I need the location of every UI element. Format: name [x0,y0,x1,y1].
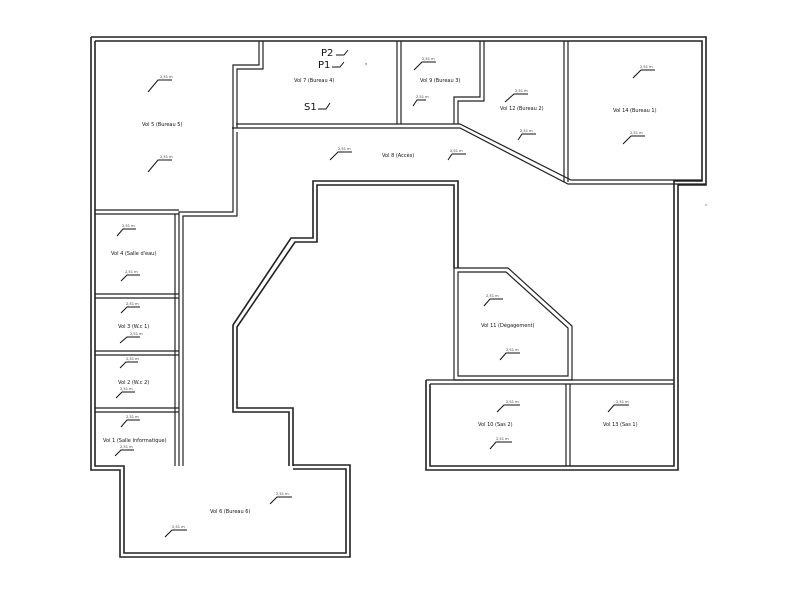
height-vol3-b: 2,51 m [130,332,143,336]
height-vol10-b: 2,51 m [496,437,509,441]
room-label-vol3: Vol 3 (W.c 1) [118,324,149,330]
height-vol3-a: 2,51 m [126,302,139,306]
room-label-vol12: Vol 12 (Bureau 2) [500,106,544,112]
height-vol6-b: 2,51 m [172,525,185,529]
left-room-walls [95,209,179,466]
height-vol4-a: 2,51 m [122,224,135,228]
room-labels: Vol 5 (Bureau 5) Vol 7 (Bureau 4) Vol 9 … [103,78,657,515]
height-vol10-a: 2,51 m [506,400,519,404]
height-vol1-a: 2,51 m [126,415,139,419]
height-vol9-b: 2,51 m [416,95,429,99]
right-room-walls [426,267,674,466]
room-label-vol4: Vol 4 (Salle d'eau) [111,251,156,257]
height-vol1-b: 2,51 m [120,445,133,449]
height-vol4-b: 2,51 m [125,270,138,274]
room-label-vol13: Vol 13 (Sas 1) [603,422,638,428]
height-vol12-b: 2,51 m [520,129,533,133]
room-label-vol8: Vol 8 (Accès) [382,152,414,159]
height-vol13-a: 2,51 m [616,400,629,404]
corridor-walls [178,123,706,466]
plan-tag-p2: P2 [321,48,333,59]
height-vol11-b: 2,51 m [506,348,519,352]
height-vol8-b: 2,51 m [450,149,463,153]
height-vol9-a: 2,51 m [422,57,435,61]
room-label-vol7: Vol 7 (Bureau 4) [294,78,334,84]
room-label-vol10: Vol 10 (Sas 2) [478,422,513,428]
room-label-vol11: Vol 11 (Dégagement) [481,322,534,329]
height-vol12-a: 2,51 m [515,89,528,93]
height-vol2-b: 2,51 m [120,387,133,391]
height-markers: 2,51 m 2,51 m 2,51 m 2,51 m 2,51 m 2,51 … [114,57,655,538]
room-label-vol2: Vol 2 (W.c 2) [118,380,149,386]
room-label-vol6: Vol 6 (Bureau 6) [210,509,250,515]
room-label-vol5: Vol 5 (Bureau 5) [142,122,182,128]
height-vol2-a: 2,51 m [126,357,139,361]
room-label-vol1: Vol 1 (Salle Informatique) [103,438,167,444]
height-vol14-a: 2,51 m [640,65,653,69]
height-vol6-a: 2,51 m [276,492,289,496]
plan-tag-p1: P1 [318,60,330,71]
plan-tag-s1: S1 [304,102,317,113]
top-room-walls [232,41,569,182]
height-vol5-b: 2,51 m [160,155,173,159]
room-label-vol9: Vol 9 (Bureau 3) [420,78,460,84]
outer-walls [90,36,707,558]
height-vol14-b: 2,51 m [630,131,643,135]
room-label-vol14: Vol 14 (Bureau 1) [613,108,657,114]
height-vol5-a: 2,51 m [160,75,173,79]
height-vol8-a: 2,51 m [338,147,351,151]
height-vol11-a: 2,51 m [486,294,499,298]
plan-tags: P2 P1 S1 [304,48,349,113]
scan-specks [365,63,707,206]
